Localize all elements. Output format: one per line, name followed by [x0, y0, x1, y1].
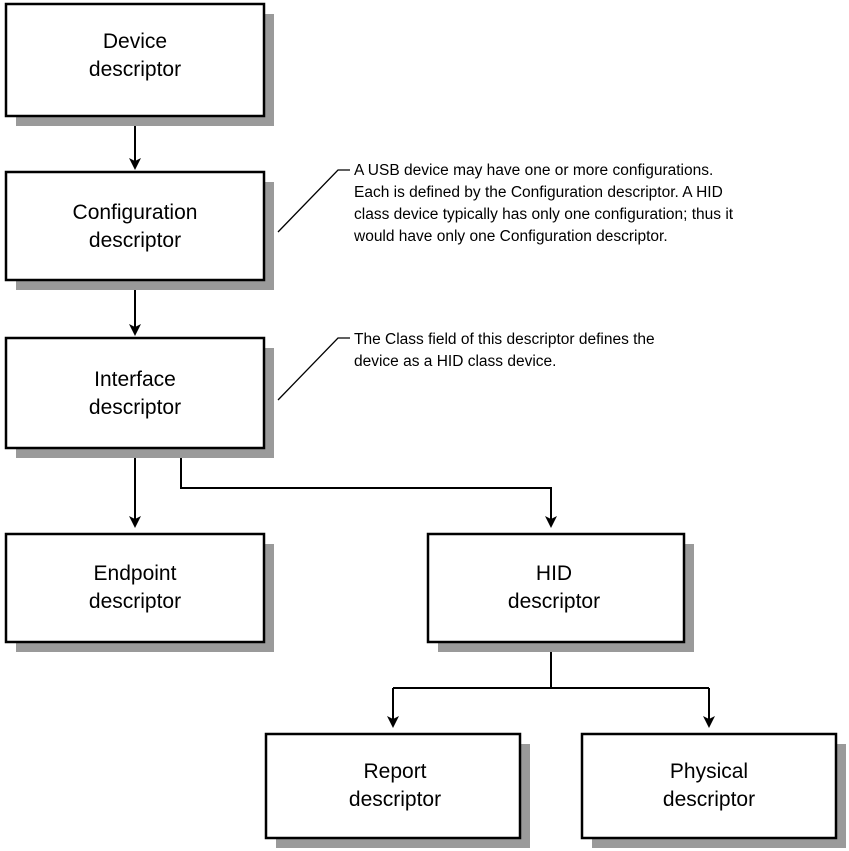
edge-interface-to-hid — [180, 458, 557, 528]
node-report-label-line1: Report — [363, 760, 426, 783]
node-hid-box — [426, 532, 686, 644]
node-interface-box — [4, 336, 266, 450]
node-device-box — [4, 2, 266, 118]
configuration-note-line1: A USB device may have one or more config… — [354, 162, 713, 179]
node-endpoint: Endpoint descriptor — [4, 532, 274, 652]
node-interface: Interface descriptor — [4, 336, 274, 458]
node-hid: HID descriptor — [426, 532, 694, 652]
interface-note: The Class field of this descriptor defin… — [354, 331, 655, 370]
node-report: Report descriptor — [264, 732, 530, 848]
node-device: Device descriptor — [4, 2, 274, 126]
configuration-note-line4: would have only one Configuration descri… — [353, 228, 668, 245]
node-hid-label-line1: HID — [536, 562, 572, 585]
node-interface-label-line1: Interface — [94, 368, 176, 391]
interface-note-line1: The Class field of this descriptor defin… — [354, 331, 655, 348]
interface-note-line2: device as a HID class device. — [354, 353, 556, 370]
node-configuration: Configuration descriptor — [4, 170, 274, 290]
node-device-label-line2: descriptor — [89, 58, 181, 81]
node-report-label-line2: descriptor — [349, 788, 441, 811]
configuration-note-line3: class device typically has only one conf… — [354, 206, 734, 223]
configuration-note: A USB device may have one or more config… — [353, 162, 734, 245]
node-physical: Physical descriptor — [580, 732, 846, 848]
leader-configuration-note — [277, 169, 350, 233]
node-device-label-line1: Device — [103, 30, 167, 53]
note-leaders — [277, 169, 350, 401]
node-physical-label-line2: descriptor — [663, 788, 755, 811]
node-interface-label-line2: descriptor — [89, 396, 181, 419]
node-report-box — [264, 732, 522, 840]
node-configuration-box — [4, 170, 266, 282]
node-physical-box — [580, 732, 838, 840]
configuration-note-line2: Each is defined by the Configuration des… — [354, 184, 723, 201]
node-configuration-label-line1: Configuration — [73, 201, 198, 224]
connectors — [129, 126, 715, 728]
node-endpoint-box — [4, 532, 266, 644]
node-endpoint-label-line1: Endpoint — [94, 562, 177, 585]
leader-interface-note — [277, 337, 350, 401]
node-configuration-label-line2: descriptor — [89, 229, 181, 252]
node-hid-label-line2: descriptor — [508, 590, 600, 613]
node-physical-label-line1: Physical — [670, 760, 748, 783]
node-endpoint-label-line2: descriptor — [89, 590, 181, 613]
